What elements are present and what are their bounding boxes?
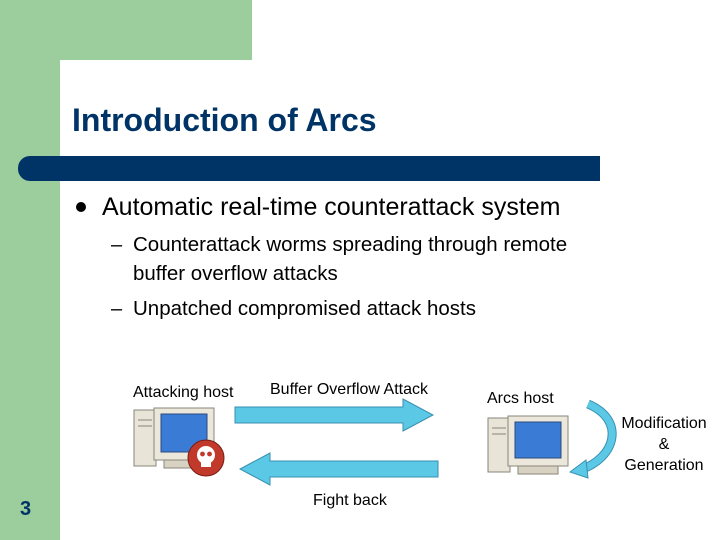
- modification-curved-arrow: [568, 399, 617, 479]
- content-corner: [60, 60, 120, 120]
- attacking-computer-icon: [133, 407, 225, 477]
- title-underline-bar: [18, 156, 600, 181]
- arcs-host-computer-icon: [487, 415, 569, 475]
- bullet-dot: [76, 202, 86, 212]
- left-green-band: [0, 0, 60, 540]
- sub-bullet-1-line2: buffer overflow attacks: [133, 262, 338, 285]
- sub-bullet-dash: –: [111, 234, 123, 256]
- attack-label: Buffer Overflow Attack: [270, 381, 428, 398]
- arcs-host-label: Arcs host: [487, 390, 554, 407]
- fight-back-arrow: [238, 452, 439, 486]
- sub-bullet-dash: –: [111, 298, 123, 320]
- sub-bullet-1-line1: Counterattack worms spreading through re…: [133, 233, 568, 256]
- modification-generation-label: Modification & Generation: [621, 415, 707, 474]
- sub-bullet-1: Counterattack worms spreading through re…: [133, 230, 653, 288]
- top-green-band: [0, 0, 252, 60]
- attack-arrow: [234, 398, 435, 432]
- bullet-main: Automatic real-time counterattack system: [102, 193, 561, 221]
- fight-back-label: Fight back: [313, 492, 387, 509]
- page-number: 3: [20, 498, 32, 520]
- sub-bullet-2: Unpatched compromised attack hosts: [133, 297, 476, 320]
- attacking-host-label: Attacking host: [133, 384, 234, 401]
- slide-title: Introduction of Arcs: [72, 102, 377, 138]
